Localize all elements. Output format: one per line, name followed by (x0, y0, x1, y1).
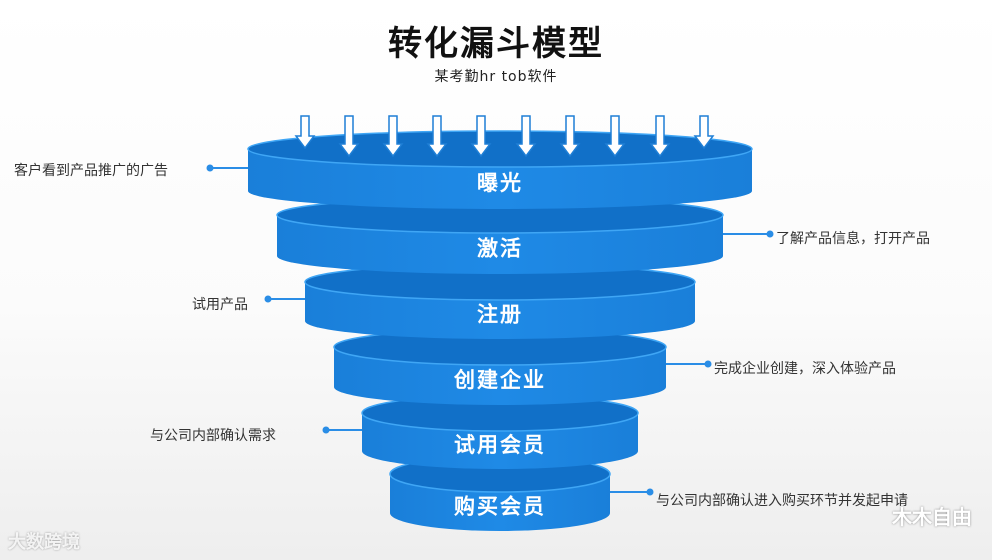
stage-note-register: 试用产品 (192, 297, 248, 313)
connector-dot-exposure (206, 164, 214, 172)
down-arrow-icon (604, 115, 626, 158)
connector-dot-activation (766, 230, 774, 238)
down-arrow-icon (294, 115, 316, 150)
stage-note-create-enterprise: 完成企业创建，深入体验产品 (714, 361, 896, 377)
down-arrow-icon (693, 115, 715, 150)
down-arrow-icon (559, 115, 581, 158)
page-subtitle: 某考勤hr tob软件 (434, 69, 558, 85)
down-arrow-icon (382, 115, 404, 158)
stage-note-trial-member: 与公司内部确认需求 (150, 428, 276, 444)
watermark-right: 木木自由 (892, 505, 972, 529)
down-arrow-icon (515, 115, 537, 158)
funnel-layer-top-exposure (247, 130, 753, 168)
stage-label-activation: 激活 (477, 237, 523, 261)
down-arrow-icon (470, 115, 492, 158)
stage-note-purchase-member: 与公司内部确认进入购买环节并发起申请 (656, 493, 908, 509)
down-arrow-icon (338, 115, 360, 158)
stage-label-purchase-member: 购买会员 (454, 495, 546, 519)
stage-label-register: 注册 (477, 303, 523, 327)
stage-note-activation: 了解产品信息，打开产品 (776, 231, 930, 247)
down-arrow-icon (649, 115, 671, 158)
watermark-left: 大数跨境 (8, 532, 80, 553)
page-title: 转化漏斗模型 (388, 24, 604, 64)
connector-dot-trial-member (322, 426, 330, 434)
stage-label-exposure: 曝光 (477, 171, 523, 195)
stage-label-create-enterprise: 创建企业 (453, 368, 546, 392)
connector-dot-create-enterprise (704, 360, 712, 368)
stage-note-exposure: 客户看到产品推广的广告 (14, 163, 168, 179)
stage-label-trial-member: 试用会员 (454, 433, 546, 457)
connector-dot-purchase-member (646, 488, 654, 496)
down-arrow-icon (426, 115, 448, 158)
connector-dot-register (264, 295, 272, 303)
